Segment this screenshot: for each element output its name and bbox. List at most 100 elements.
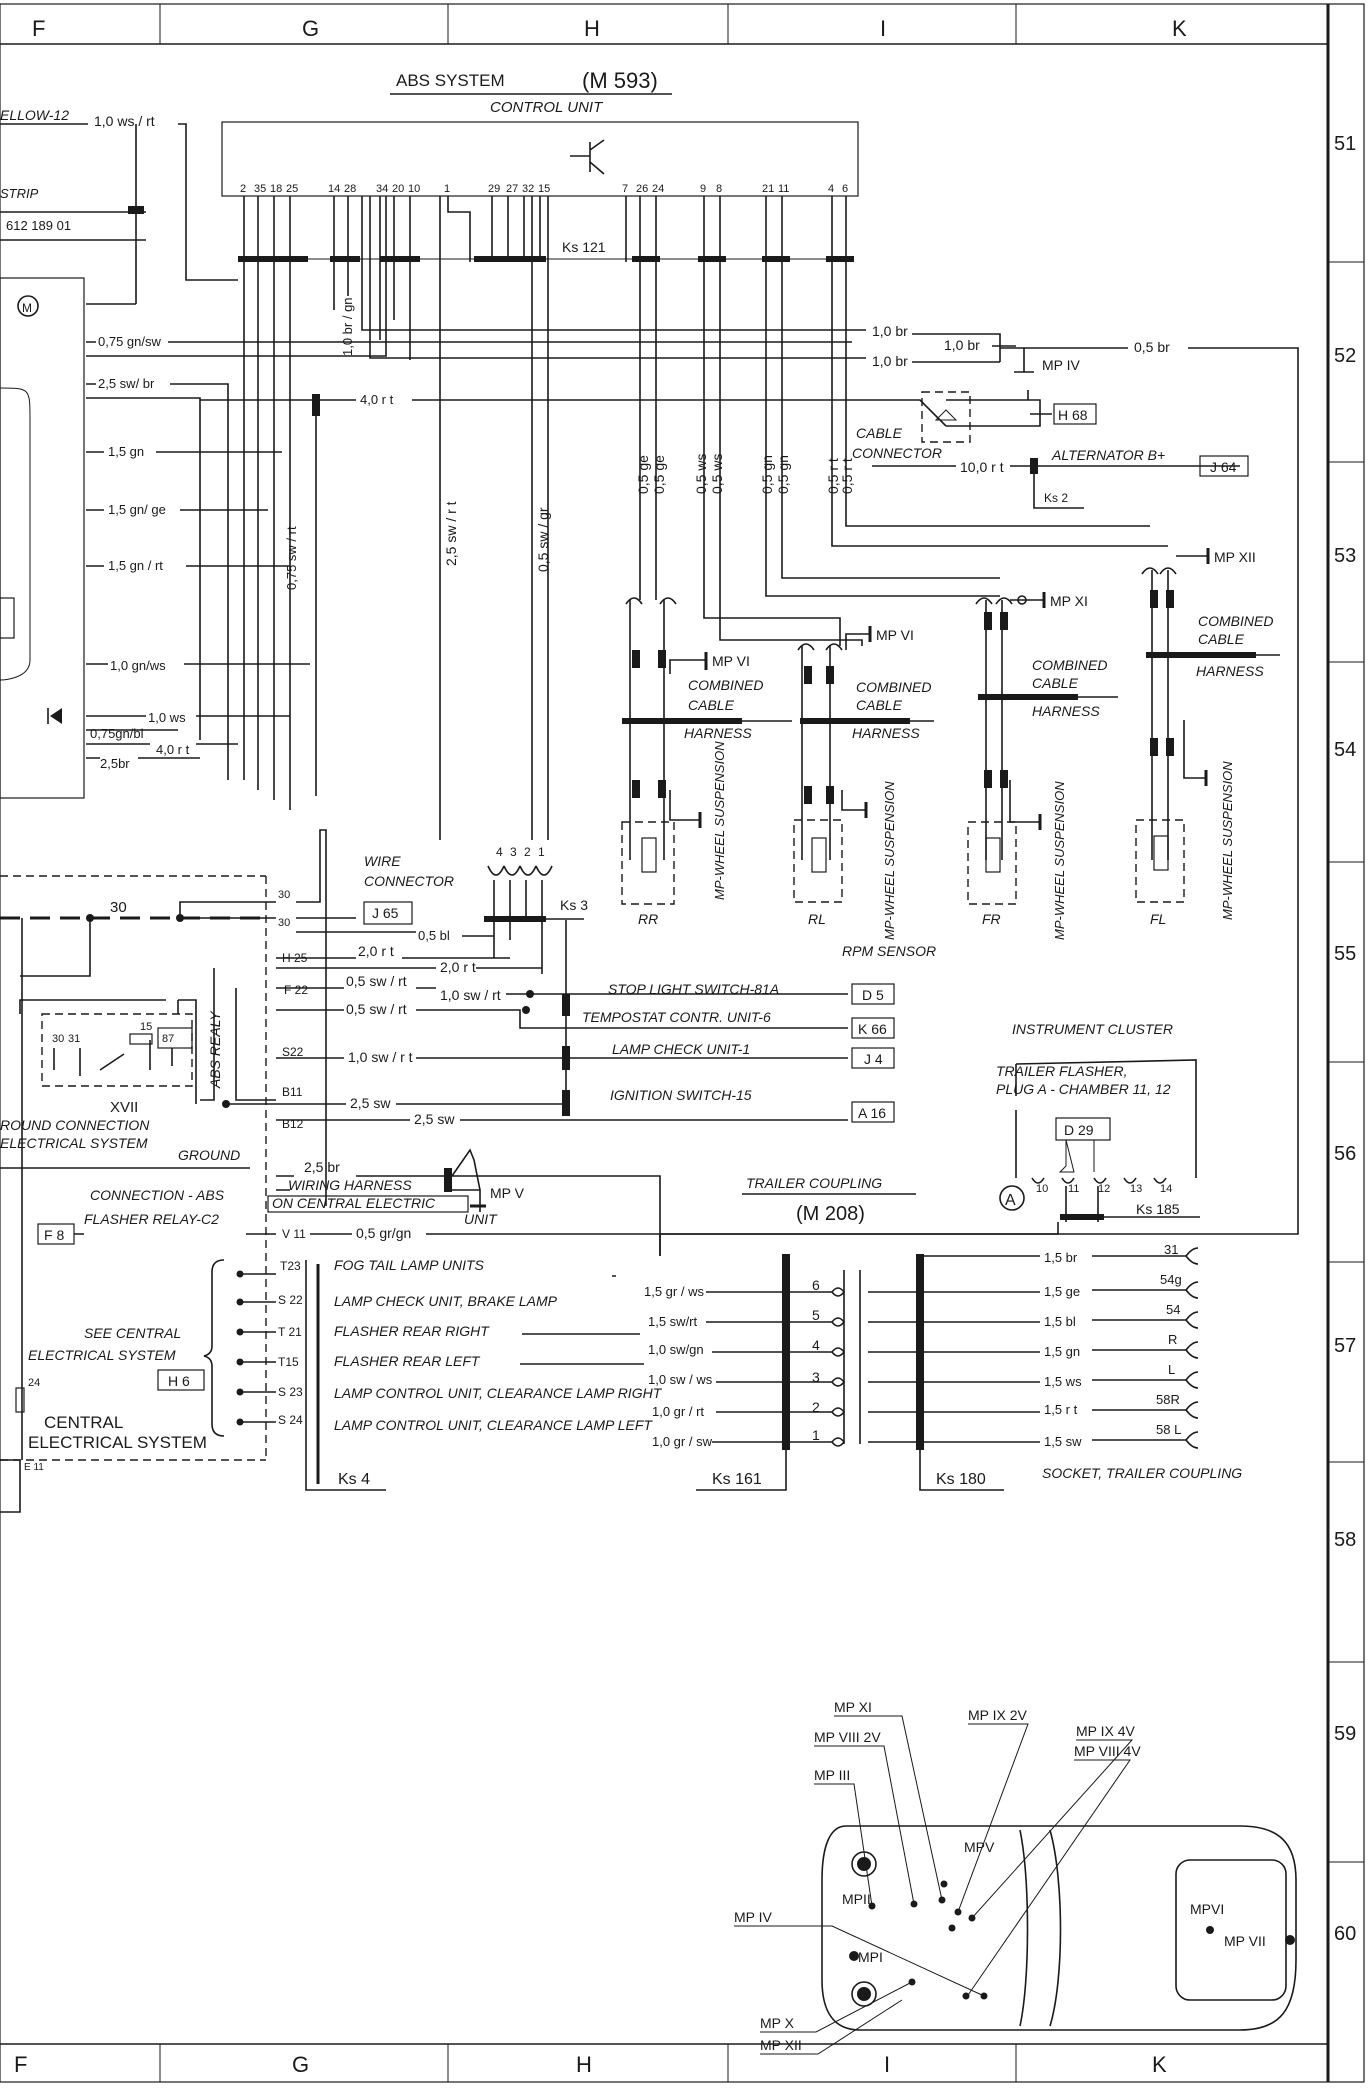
pin-v11: V 11 [282,1227,306,1241]
trailer-row-4: T15 FLASHER REAR LEFT 1,0 sw/gn 4 1,5 gn… [236,1332,1199,1369]
trailer-row-6: S 24 LAMP CONTROL UNIT, CLEARANCE LAMP L… [236,1392,1199,1433]
h6-label: H 6 [168,1373,190,1389]
j64-label: J 64 [1210,459,1237,475]
car-mpx: MP X [760,2015,795,2031]
trailer-terminal: R [1168,1332,1177,1347]
abs-pin-10: 10 [408,183,420,195]
abs-pin-25: 25 [286,183,298,195]
sw25a-label: 2,5 sw [350,1095,391,1111]
car-outline [821,1825,1297,2031]
v-gn2-label: 0,5 gn [775,455,791,494]
trailer-terminal: 31 [1164,1242,1178,1257]
trailer-wire-in: 1,0 gr / rt [652,1404,704,1419]
trailer-coupling-section: TRAILER COUPLING (M 208) SEE CENTRAL ELE… [0,1175,1242,1513]
br3-label: 1,0 br [872,353,908,369]
n24-label: 24 [28,1377,40,1389]
motor-icon [17,295,39,317]
abs-pin-11: 11 [778,183,789,195]
cluster-pin-11: 11 [1068,1183,1079,1195]
trailer-wire-in: 1,0 sw / ws [648,1372,713,1387]
f8-label: F 8 [44,1227,64,1243]
v-rt1-label: 0,5 r t [825,458,841,494]
abs-pin-35: 35 [254,183,266,195]
strip-partno: 612 189 01 [6,218,71,233]
left-connector-block [0,277,85,799]
fl-susp-label: MP-WHEEL SUSPENSION [1220,761,1235,920]
abs-pin-2: 2 [240,183,246,195]
gr-gn-label: 0,5 gr/gn [356,1225,411,1241]
abs-pin-28: 28 [344,183,356,195]
car-mpxi: MP XI [834,1699,872,1715]
sensor-fr: MP XI COMBINED CABLE HARNESS MP-WHEEL SU… [967,592,1118,940]
trailer-num: 4 [812,1337,820,1353]
trailer-wire-in: 1,5 sw/rt [648,1314,698,1329]
d5-label: D 5 [862,987,884,1003]
abs-pin-27: 27 [506,183,518,195]
fr-harness-label: HARNESS [1032,703,1100,719]
sw-rt05a-label: 0,5 sw / rt [346,973,407,989]
abs-system-block: ABS SYSTEM (M 593) CONTROL UNIT 2 35 18 … [221,68,859,810]
ground-label: GROUND [178,1147,240,1163]
rr-combined-label: COMBINED [688,677,763,693]
v-gn1-label: 0,5 gn [759,455,775,494]
strip-label: STRIP [0,186,39,201]
car-mpviii2v: MP VIII 2V [814,1729,881,1745]
rr-mpvi-label: MP VI [712,653,750,669]
abs-system-title: ABS SYSTEM [396,71,505,90]
sw-gr-vertical-label: 0,5 sw / gr [535,507,551,572]
sensor-fl: MP XII COMBINED CABLE HARNESS MP-WHEEL S… [1135,548,1280,927]
cluster-pin-13: 13 [1130,1183,1142,1195]
relay-pin-31: 31 [68,1033,80,1045]
trailer-row-3: T 21 FLASHER REAR RIGHT 1,5 sw/rt 5 1,5 … [236,1302,1199,1339]
rt40b-label: 4,0 r t [156,742,190,757]
fl-harness-label: HARNESS [1196,663,1264,679]
ws-rt-label: 1,0 ws / rt [94,113,155,129]
relay-pin-15: 15 [140,1021,152,1033]
rpm-sensor-label: RPM SENSOR [842,943,936,959]
col-label-g-bottom: G [292,2052,309,2077]
rr-cable-label: CABLE [688,697,735,713]
transistor-symbol [570,139,605,175]
see-central-label: SEE CENTRAL [84,1325,181,1341]
gn-sw-label: 0,75 gn/sw [98,334,161,349]
trailer-circuit-name: LAMP CONTROL UNIT, CLEARANCE LAMP RIGHT [334,1385,663,1401]
abs-pin-24: 24 [652,183,664,195]
trailer-row-7: 1,0 gr / sw 1 1,5 sw 58 L [652,1422,1199,1449]
trailer-coupling-code: (M 208) [796,1203,865,1225]
ks4-label: Ks 4 [338,1471,370,1488]
row-label-52: 52 [1334,345,1356,367]
abs-pin-29: 29 [488,183,500,195]
abs-pin-1: 1 [444,183,450,195]
fr-combined-label: COMBINED [1032,657,1107,673]
instrument-cluster-title: INSTRUMENT CLUSTER [1012,1021,1173,1037]
br05-label: 0,5 br [1134,339,1170,355]
xvii-label: XVII [110,1099,138,1116]
control-unit-label: CONTROL UNIT [490,99,604,116]
trailer-num: 6 [812,1277,820,1293]
ws10-label: 1,0 ws [148,710,186,725]
trailer-wire-out: 1,5 r t [1044,1402,1078,1417]
row-label-58: 58 [1334,1529,1356,1551]
car-mpviii4v: MP VIII 4V [1074,1743,1141,1759]
col-label-k-top: K [1172,16,1187,41]
cluster-pin-12: 12 [1098,1183,1110,1195]
rt20b-label: 2,0 r t [440,959,476,975]
connection-abs-label: CONNECTION - ABS [90,1187,225,1203]
trailer-wire-out: 1,5 ws [1044,1374,1082,1389]
relay-pin-30: 30 [52,1033,64,1045]
sw-rt-vertical-label: 2,5 sw / r t [443,501,459,566]
trailer-circuit-name: FOG TAIL LAMP UNITS [334,1257,485,1273]
car-mpxii: MP XII [760,2037,802,2053]
abs-pin-15: 15 [538,183,550,195]
trailer-num: 3 [812,1369,820,1385]
row-label-55: 55 [1334,943,1356,965]
lamp-check-label: LAMP CHECK UNIT-1 [612,1041,750,1057]
br2-label: 1,0 br [944,337,980,353]
upper-wiring: ELLOW-12 1,0 ws / rt STRIP 612 189 01 M … [0,107,1299,1256]
trailer-pin: T23 [280,1259,301,1273]
trailer-terminal: 54 [1166,1302,1180,1317]
rt20a-label: 2,0 r t [358,943,394,959]
car-mpiv: MP IV [734,1909,773,1925]
row-label-51: 51 [1334,133,1356,155]
